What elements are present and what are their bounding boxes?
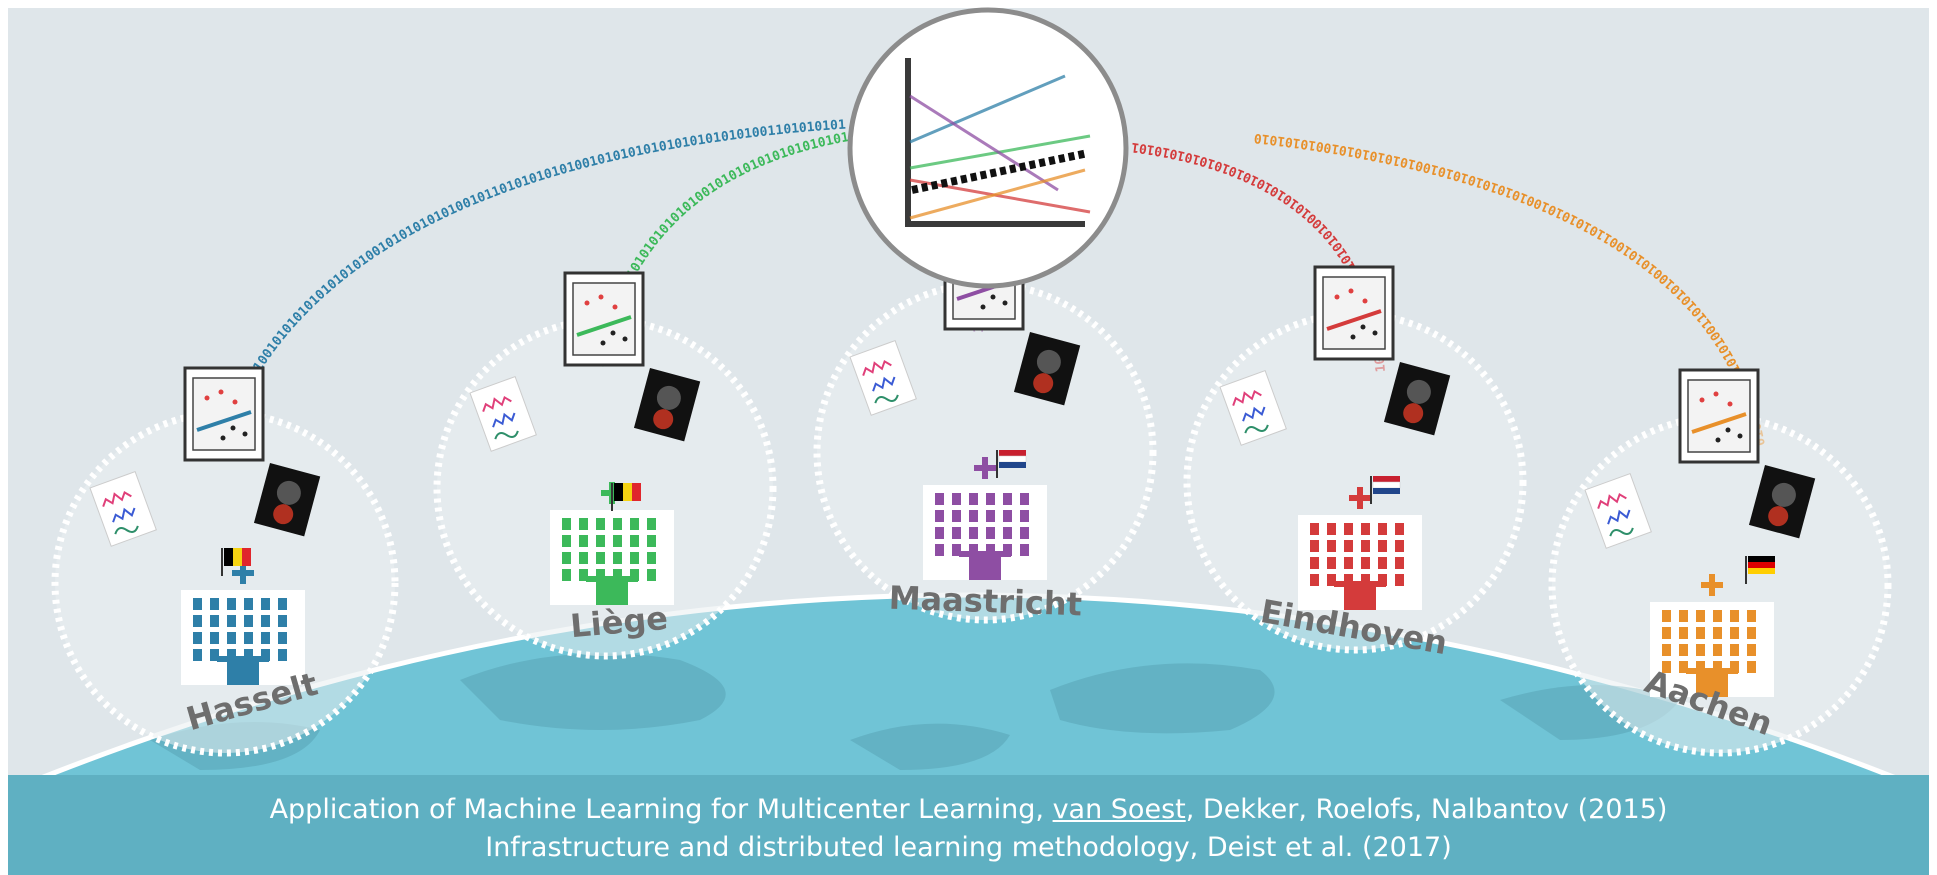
flag-netherlands-icon — [996, 450, 1027, 478]
local-model-chart-icon — [563, 271, 645, 367]
flag-belgium-icon — [221, 548, 251, 576]
flag-germany-icon — [1745, 556, 1775, 584]
flag-belgium-icon — [611, 483, 641, 511]
patient-record-icon — [469, 375, 537, 452]
hospital-building-icon — [923, 457, 1047, 580]
patient-record-icon — [89, 470, 157, 547]
patient-record-icon — [849, 339, 917, 416]
patient-record-icon — [1219, 369, 1287, 446]
citation-caption: Application of Machine Learning for Mult… — [8, 775, 1929, 875]
central-model — [847, 7, 1129, 289]
local-model-chart-icon — [183, 366, 265, 462]
city-label: Liège — [569, 599, 670, 645]
citation-text: Application of Machine Learning for Mult… — [269, 794, 1053, 825]
city-label: Maastricht — [888, 579, 1082, 624]
ct-scan-icon — [1748, 465, 1816, 539]
center-aachen: Aachen — [1548, 368, 1892, 757]
hospital-building-icon — [181, 562, 305, 685]
citation-author-link[interactable]: van Soest — [1052, 794, 1186, 825]
patient-record-icon — [1584, 472, 1652, 549]
hospital-building-icon — [1650, 574, 1774, 697]
center-hasselt: Hasselt — [51, 366, 399, 757]
central-model-circle — [847, 7, 1129, 289]
aggregated-model-chart-icon — [905, 58, 1091, 227]
citation-text: , Dekker, Roelofs, Nalbantov (2015) — [1185, 794, 1668, 825]
flag-netherlands-icon — [1370, 476, 1401, 504]
citation-line-2: Infrastructure and distributed learning … — [485, 832, 1452, 863]
ct-scan-icon — [633, 368, 701, 442]
center-eindhoven: Eindhoven — [1183, 265, 1527, 662]
citation-line-1: Application of Machine Learning for Mult… — [8, 791, 1929, 829]
ct-scan-icon — [253, 463, 321, 537]
hospital-building-icon — [1298, 487, 1422, 610]
ct-scan-icon — [1013, 332, 1081, 406]
local-model-chart-icon — [1313, 265, 1395, 361]
hospital-building-icon — [550, 482, 674, 605]
ct-scan-icon — [1383, 362, 1451, 436]
local-model-chart-icon — [1678, 368, 1760, 464]
center-lige: Liège — [433, 271, 777, 660]
